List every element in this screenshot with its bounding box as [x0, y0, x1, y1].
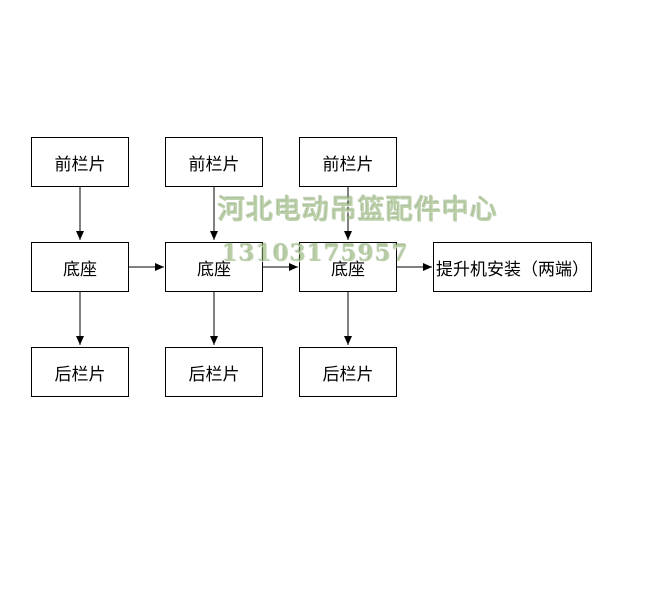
node-base-2: 底座: [165, 242, 263, 292]
node-front-rail-1: 前栏片: [31, 137, 129, 187]
node-base-1: 底座: [31, 242, 129, 292]
node-base-3: 底座: [299, 242, 397, 292]
node-rear-rail-3: 后栏片: [299, 347, 397, 397]
node-front-rail-2: 前栏片: [165, 137, 263, 187]
node-hoist-install: 提升机安装（两端）: [433, 242, 592, 292]
node-rear-rail-2: 后栏片: [165, 347, 263, 397]
node-front-rail-3: 前栏片: [299, 137, 397, 187]
node-rear-rail-1: 后栏片: [31, 347, 129, 397]
